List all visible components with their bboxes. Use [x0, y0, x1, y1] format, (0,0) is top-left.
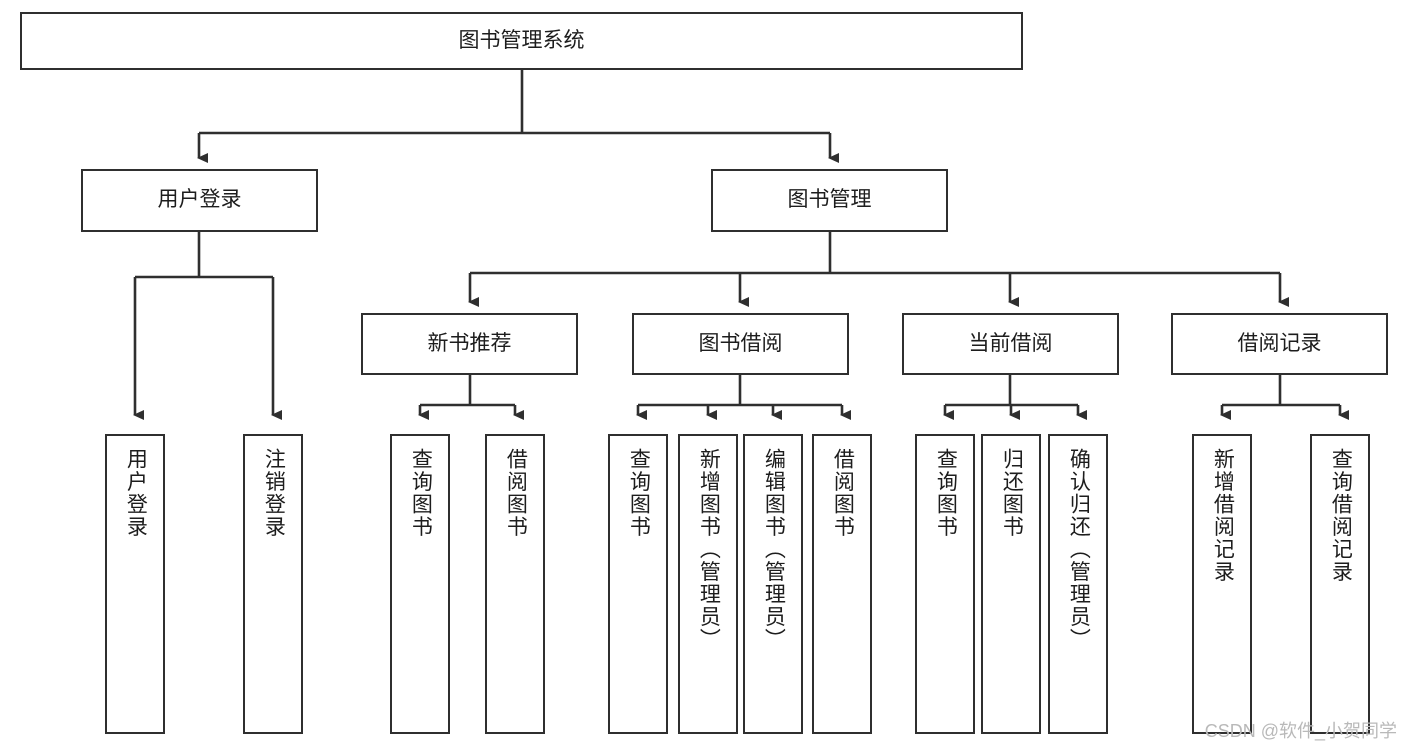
leaf-borrow-book-2[interactable]: 借阅图书 — [812, 434, 872, 734]
leaf-logout-label: 注销登录 — [262, 448, 286, 538]
leaf-logout[interactable]: 注销登录 — [243, 434, 303, 734]
node-borrow-record[interactable]: 借阅记录 — [1171, 313, 1388, 375]
node-root-label: 图书管理系统 — [458, 28, 585, 52]
leaf-edit-book[interactable]: 编辑图书（管理员） — [743, 434, 803, 734]
leaf-user-login[interactable]: 用户登录 — [105, 434, 165, 734]
node-user-login-label: 用户登录 — [157, 188, 242, 212]
node-current-borrow[interactable]: 当前借阅 — [902, 313, 1119, 375]
leaf-borrow-book-1[interactable]: 借阅图书 — [485, 434, 545, 734]
leaf-add-record[interactable]: 新增借阅记录 — [1192, 434, 1252, 734]
leaf-return-book-label: 归还图书 — [1000, 448, 1024, 538]
leaf-query-book-3[interactable]: 查询图书 — [915, 434, 975, 734]
leaf-query-book-2-label: 查询图书 — [627, 448, 651, 538]
leaf-return-book[interactable]: 归还图书 — [981, 434, 1041, 734]
leaf-query-book-1[interactable]: 查询图书 — [390, 434, 450, 734]
leaf-add-record-label: 新增借阅记录 — [1211, 448, 1235, 583]
node-book-manage[interactable]: 图书管理 — [711, 169, 948, 232]
node-book-borrow[interactable]: 图书借阅 — [632, 313, 849, 375]
node-book-borrow-label: 图书借阅 — [698, 331, 783, 355]
node-user-login[interactable]: 用户登录 — [81, 169, 318, 232]
leaf-confirm-return-label: 确认归还（管理员） — [1067, 448, 1091, 651]
leaf-query-record[interactable]: 查询借阅记录 — [1310, 434, 1370, 734]
leaf-query-record-label: 查询借阅记录 — [1329, 448, 1353, 583]
node-new-book-rec-label: 新书推荐 — [427, 331, 512, 355]
node-new-book-rec[interactable]: 新书推荐 — [361, 313, 578, 375]
leaf-add-book-label: 新增图书（管理员） — [697, 448, 721, 651]
leaf-borrow-book-1-label: 借阅图书 — [504, 448, 528, 538]
leaf-query-book-1-label: 查询图书 — [409, 448, 433, 538]
leaf-confirm-return[interactable]: 确认归还（管理员） — [1048, 434, 1108, 734]
csdn-watermark: CSDN @软件_小贺同学 — [1204, 721, 1397, 741]
leaf-borrow-book-2-label: 借阅图书 — [831, 448, 855, 538]
node-borrow-record-label: 借阅记录 — [1237, 331, 1322, 355]
leaf-user-login-label: 用户登录 — [124, 448, 148, 538]
leaf-query-book-3-label: 查询图书 — [934, 448, 958, 538]
leaf-edit-book-label: 编辑图书（管理员） — [762, 448, 786, 651]
leaf-query-book-2[interactable]: 查询图书 — [608, 434, 668, 734]
node-current-borrow-label: 当前借阅 — [968, 331, 1053, 355]
node-book-manage-label: 图书管理 — [787, 188, 872, 212]
leaf-add-book[interactable]: 新增图书（管理员） — [678, 434, 738, 734]
node-root[interactable]: 图书管理系统 — [20, 12, 1023, 70]
